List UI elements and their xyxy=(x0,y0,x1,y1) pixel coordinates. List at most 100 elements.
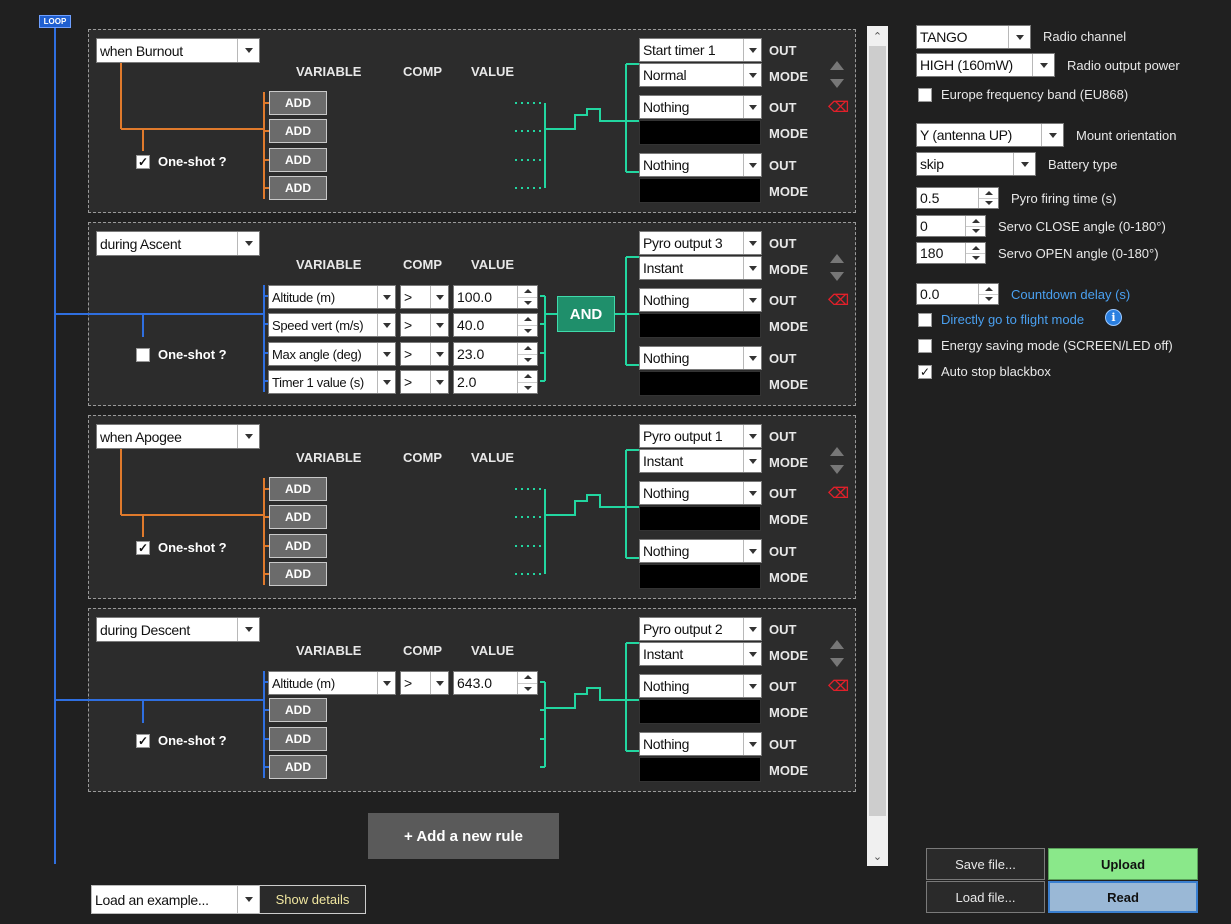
spinner-buttons[interactable] xyxy=(978,188,998,208)
spinner-buttons[interactable] xyxy=(517,286,537,308)
energy-saving-checkbox[interactable]: Energy saving mode (SCREEN/LED off) xyxy=(918,338,1173,353)
output-select[interactable]: Nothing xyxy=(639,95,762,119)
one-shot-checkbox[interactable]: ✓One-shot ? xyxy=(136,154,227,169)
chevron-down-icon[interactable] xyxy=(518,383,537,394)
spinner-buttons[interactable] xyxy=(978,284,998,304)
chevron-up-icon[interactable] xyxy=(979,284,998,295)
output-select[interactable]: Nothing xyxy=(639,732,762,756)
mode-select[interactable]: Instant xyxy=(639,449,762,473)
output-select[interactable]: Pyro output 3 xyxy=(639,231,762,255)
move-down-icon[interactable] xyxy=(830,658,844,667)
add-rule-button[interactable]: + Add a new rule xyxy=(368,813,559,859)
load-file-button[interactable]: Load file... xyxy=(926,881,1045,913)
load-example-select[interactable]: Load an example... xyxy=(91,885,260,914)
info-icon[interactable]: i xyxy=(1105,309,1122,326)
chevron-down-icon[interactable] xyxy=(518,355,537,366)
add-condition-button[interactable]: ADD xyxy=(269,176,327,200)
delete-rule-icon[interactable]: ⌫ xyxy=(828,291,850,309)
rule-trigger-select[interactable]: when Apogee xyxy=(96,424,260,449)
spinner-buttons[interactable] xyxy=(965,216,985,236)
add-condition-button[interactable]: ADD xyxy=(269,91,327,115)
rule-trigger-select[interactable]: during Ascent xyxy=(96,231,260,256)
chevron-up-icon[interactable] xyxy=(966,243,985,254)
move-down-icon[interactable] xyxy=(830,272,844,281)
chevron-down-icon[interactable] xyxy=(966,254,985,264)
move-up-icon[interactable] xyxy=(830,640,844,649)
condition-value-spinner[interactable]: 23.0 xyxy=(453,342,538,366)
show-details-button[interactable]: Show details xyxy=(259,885,366,914)
output-select[interactable]: Pyro output 1 xyxy=(639,424,762,448)
servo-close-spinner[interactable]: 0 xyxy=(916,215,986,237)
delete-rule-icon[interactable]: ⌫ xyxy=(828,484,850,502)
move-up-icon[interactable] xyxy=(830,254,844,263)
add-condition-button[interactable]: ADD xyxy=(269,727,327,751)
chevron-down-icon[interactable] xyxy=(518,326,537,337)
spinner-buttons[interactable] xyxy=(965,243,985,263)
condition-value-spinner[interactable]: 2.0 xyxy=(453,370,538,394)
move-up-icon[interactable] xyxy=(830,447,844,456)
output-select[interactable]: Start timer 1 xyxy=(639,38,762,62)
chevron-up-icon[interactable] xyxy=(518,343,537,355)
chevron-up-icon[interactable] xyxy=(518,314,537,326)
radio-channel-select[interactable]: TANGO xyxy=(916,25,1031,49)
condition-comp-select[interactable]: > xyxy=(400,285,449,309)
add-condition-button[interactable]: ADD xyxy=(269,505,327,529)
condition-comp-select[interactable]: > xyxy=(400,342,449,366)
spinner-buttons[interactable] xyxy=(517,672,537,694)
move-down-icon[interactable] xyxy=(830,465,844,474)
one-shot-checkbox[interactable]: ✓One-shot ? xyxy=(136,540,227,555)
move-up-icon[interactable] xyxy=(830,61,844,70)
move-down-icon[interactable] xyxy=(830,79,844,88)
add-condition-button[interactable]: ADD xyxy=(269,119,327,143)
scroll-up-icon[interactable]: ⌃ xyxy=(872,29,883,43)
output-select[interactable]: Nothing xyxy=(639,153,762,177)
save-file-button[interactable]: Save file... xyxy=(926,848,1045,880)
scroll-thumb[interactable] xyxy=(869,46,886,816)
add-condition-button[interactable]: ADD xyxy=(269,562,327,586)
direct-flight-checkbox[interactable]: Directly go to flight mode xyxy=(918,312,1084,327)
chevron-up-icon[interactable] xyxy=(966,216,985,227)
mount-orientation-select[interactable]: Y (antenna UP) xyxy=(916,123,1064,147)
output-select[interactable]: Nothing xyxy=(639,346,762,370)
spinner-buttons[interactable] xyxy=(517,343,537,365)
output-select[interactable]: Pyro output 2 xyxy=(639,617,762,641)
add-condition-button[interactable]: ADD xyxy=(269,698,327,722)
spinner-buttons[interactable] xyxy=(517,371,537,393)
condition-comp-select[interactable]: > xyxy=(400,671,449,695)
output-select[interactable]: Nothing xyxy=(639,674,762,698)
chevron-down-icon[interactable] xyxy=(518,298,537,309)
condition-variable-select[interactable]: Max angle (deg) xyxy=(268,342,396,366)
one-shot-checkbox[interactable]: ✓One-shot ? xyxy=(136,733,227,748)
mode-select[interactable]: Instant xyxy=(639,642,762,666)
chevron-up-icon[interactable] xyxy=(518,672,537,684)
chevron-up-icon[interactable] xyxy=(979,188,998,199)
add-condition-button[interactable]: ADD xyxy=(269,534,327,558)
chevron-down-icon[interactable] xyxy=(979,295,998,305)
condition-variable-select[interactable]: Altitude (m) xyxy=(268,671,396,695)
mode-select[interactable]: Normal xyxy=(639,63,762,87)
output-select[interactable]: Nothing xyxy=(639,288,762,312)
chevron-down-icon[interactable] xyxy=(979,199,998,209)
add-condition-button[interactable]: ADD xyxy=(269,148,327,172)
chevron-down-icon[interactable] xyxy=(966,227,985,237)
spinner-buttons[interactable] xyxy=(517,314,537,336)
countdown-spinner[interactable]: 0.0 xyxy=(916,283,999,305)
auto-stop-checkbox[interactable]: ✓Auto stop blackbox xyxy=(918,364,1051,379)
condition-comp-select[interactable]: > xyxy=(400,370,449,394)
chevron-up-icon[interactable] xyxy=(518,286,537,298)
one-shot-checkbox[interactable]: One-shot ? xyxy=(136,347,227,362)
upload-button[interactable]: Upload xyxy=(1048,848,1198,880)
condition-value-spinner[interactable]: 40.0 xyxy=(453,313,538,337)
delete-rule-icon[interactable]: ⌫ xyxy=(828,98,850,116)
europe-band-checkbox[interactable]: Europe frequency band (EU868) xyxy=(918,87,1128,102)
read-button[interactable]: Read xyxy=(1048,881,1198,913)
condition-value-spinner[interactable]: 643.0 xyxy=(453,671,538,695)
scroll-down-icon[interactable]: ⌄ xyxy=(872,849,883,863)
rule-trigger-select[interactable]: when Burnout xyxy=(96,38,260,63)
condition-value-spinner[interactable]: 100.0 xyxy=(453,285,538,309)
condition-variable-select[interactable]: Timer 1 value (s) xyxy=(268,370,396,394)
radio-power-select[interactable]: HIGH (160mW) xyxy=(916,53,1055,77)
rule-trigger-select[interactable]: during Descent xyxy=(96,617,260,642)
rules-scrollbar[interactable]: ⌃ ⌄ xyxy=(867,26,888,866)
condition-variable-select[interactable]: Altitude (m) xyxy=(268,285,396,309)
